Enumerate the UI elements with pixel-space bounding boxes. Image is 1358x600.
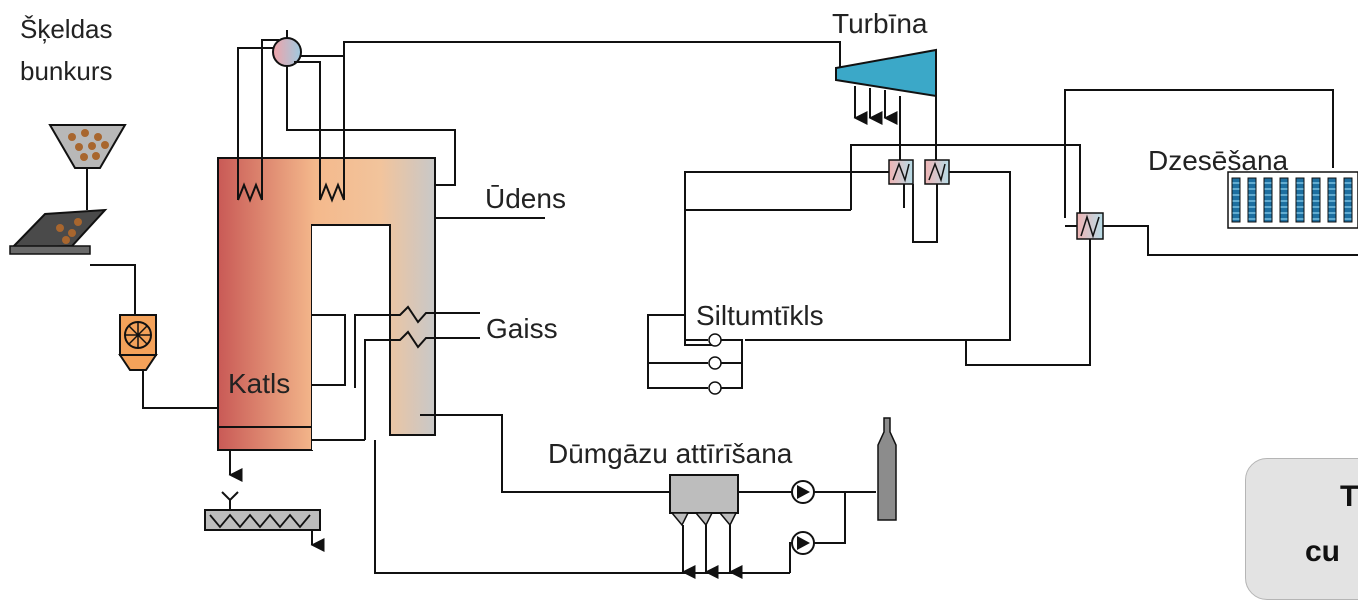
callout-text-line2: cu bbox=[1305, 535, 1341, 568]
cooling-label: Dzesēšana bbox=[1148, 145, 1289, 176]
flue-gas-fan-1 bbox=[791, 480, 815, 504]
cooling-tower-fins bbox=[1227, 171, 1358, 229]
boiler-label: Katls bbox=[228, 368, 290, 399]
fuel-bunker bbox=[48, 124, 127, 210]
conveyor-belt bbox=[9, 208, 108, 255]
air-label: Gaiss bbox=[486, 313, 558, 344]
bunker-label-line1: Šķeldas bbox=[20, 14, 113, 44]
cooling-heat-exchanger bbox=[1076, 212, 1104, 240]
flue-gas-cleaner bbox=[669, 474, 743, 579]
flue-gas-fan-2 bbox=[791, 531, 815, 555]
callout-text-line1: T bbox=[1340, 480, 1358, 513]
process-diagram: Šķeldas bunkurs Katls Ūdens bbox=[9, 8, 1358, 579]
flue-gas-cleaning-label: Dūmgāzu attīrīšana bbox=[548, 438, 793, 469]
heat-exchanger-2 bbox=[924, 159, 950, 185]
heat-exchanger-1 bbox=[888, 159, 914, 185]
boiler bbox=[217, 157, 436, 451]
district-heating-label: Siltumtīkls bbox=[696, 300, 824, 331]
water-label: Ūdens bbox=[485, 183, 566, 214]
fuel-feeder-fan bbox=[118, 314, 158, 371]
turbine-label: Turbīna bbox=[832, 8, 928, 39]
ash-screw-conveyor bbox=[204, 491, 325, 552]
info-callout bbox=[1245, 458, 1358, 600]
district-heating-consumers bbox=[708, 333, 722, 395]
turbine bbox=[835, 48, 937, 125]
bunker-label-line2: bunkurs bbox=[20, 56, 113, 86]
chimney bbox=[877, 417, 897, 521]
